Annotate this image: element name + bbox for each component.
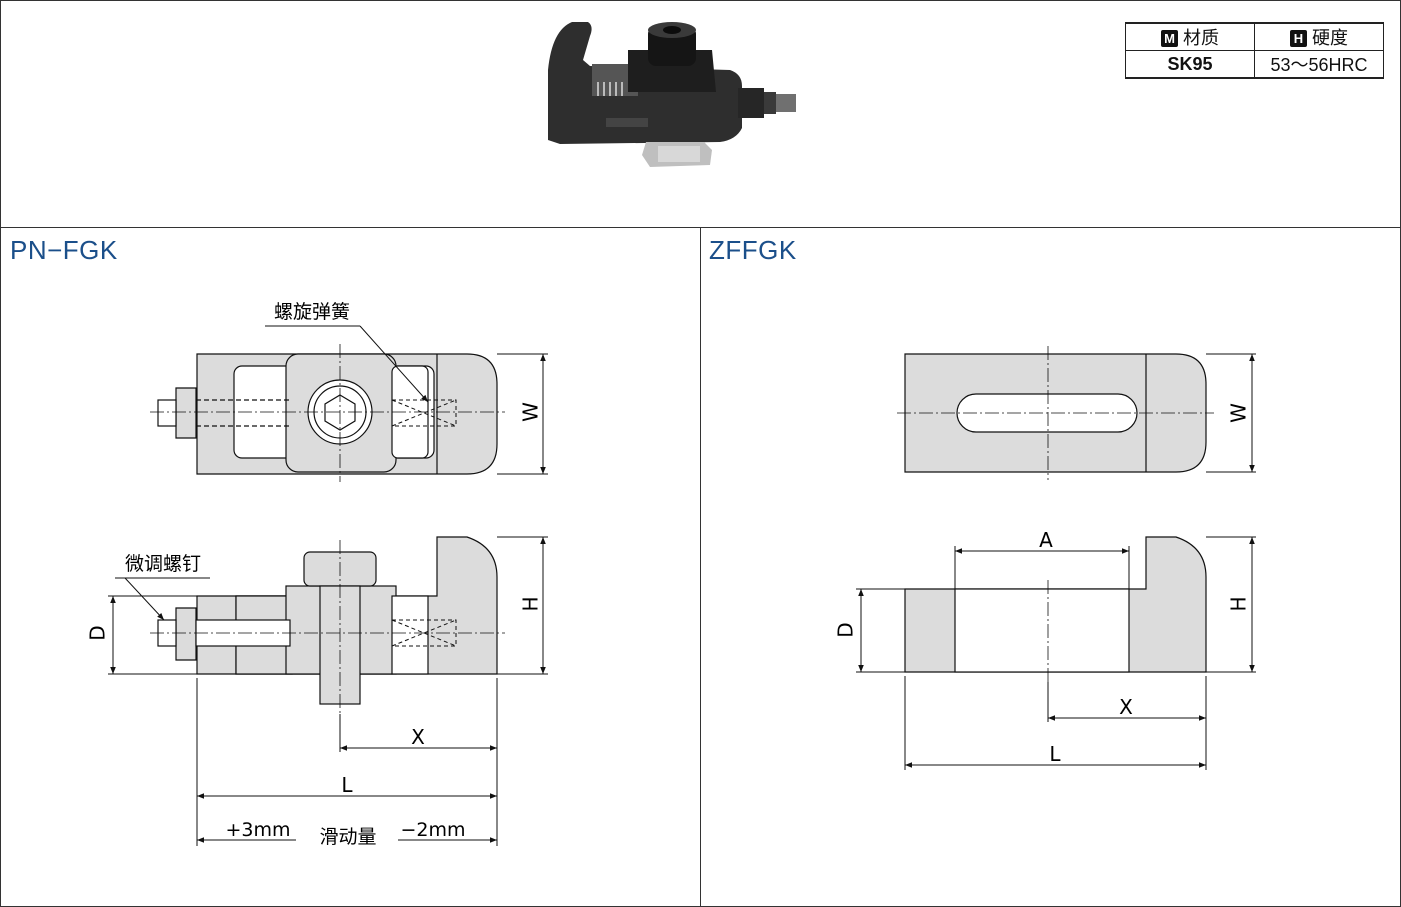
pn-fgk-l-label: L bbox=[341, 773, 353, 797]
material-icon: M bbox=[1161, 30, 1178, 47]
zffgk-d-label: D bbox=[834, 622, 858, 637]
adjust-screw-label: 微调螺钉 bbox=[125, 553, 201, 575]
pn-fgk-x-label: X bbox=[411, 725, 425, 749]
pn-fgk-dimensions bbox=[108, 536, 548, 846]
zffgk-x-label: X bbox=[1119, 695, 1133, 719]
spring-leader bbox=[265, 325, 429, 403]
spec-table: M 材质 H 硬度 SK95 53～56HRC bbox=[1125, 22, 1384, 79]
adjust-screw-leader bbox=[115, 577, 210, 621]
material-header-label: 材质 bbox=[1183, 28, 1219, 48]
left-panel-title: PN−FGK bbox=[10, 235, 118, 265]
pn-fgk-d-label: D bbox=[86, 625, 110, 640]
zffgk-w-label: W bbox=[1227, 403, 1251, 423]
pn-fgk-h-label: H bbox=[519, 596, 543, 611]
pn-fgk-side-view bbox=[150, 536, 505, 714]
slide-plus-label: +3mm bbox=[225, 819, 290, 841]
spring-label: 螺旋弹簧 bbox=[274, 301, 350, 323]
hardness-icon: H bbox=[1290, 30, 1307, 47]
slide-amount-label: 滑动量 bbox=[319, 826, 376, 848]
clamp-product-photo bbox=[548, 22, 796, 167]
zffgk-w-dimension bbox=[1206, 353, 1256, 473]
zffgk-side-view bbox=[904, 536, 1207, 682]
hardness-header-label: 硬度 bbox=[1312, 28, 1348, 48]
material-header: M 材质 bbox=[1125, 22, 1255, 51]
hardness-value: 53～56HRC bbox=[1254, 50, 1384, 79]
pn-fgk-w-label: W bbox=[519, 402, 543, 422]
zffgk-top-view bbox=[897, 346, 1214, 480]
hardness-header: H 硬度 bbox=[1254, 22, 1384, 51]
zffgk-l-label: L bbox=[1049, 742, 1061, 766]
zffgk-dimensions bbox=[856, 536, 1256, 770]
pn-fgk-w-dimension bbox=[497, 353, 548, 475]
right-panel-title: ZFFGK bbox=[709, 235, 797, 265]
zffgk-h-label: H bbox=[1227, 596, 1251, 611]
slide-minus-label: −2mm bbox=[400, 819, 465, 841]
zffgk-a-label: A bbox=[1039, 528, 1053, 552]
material-value: SK95 bbox=[1125, 50, 1255, 79]
pn-fgk-top-view bbox=[150, 344, 505, 482]
